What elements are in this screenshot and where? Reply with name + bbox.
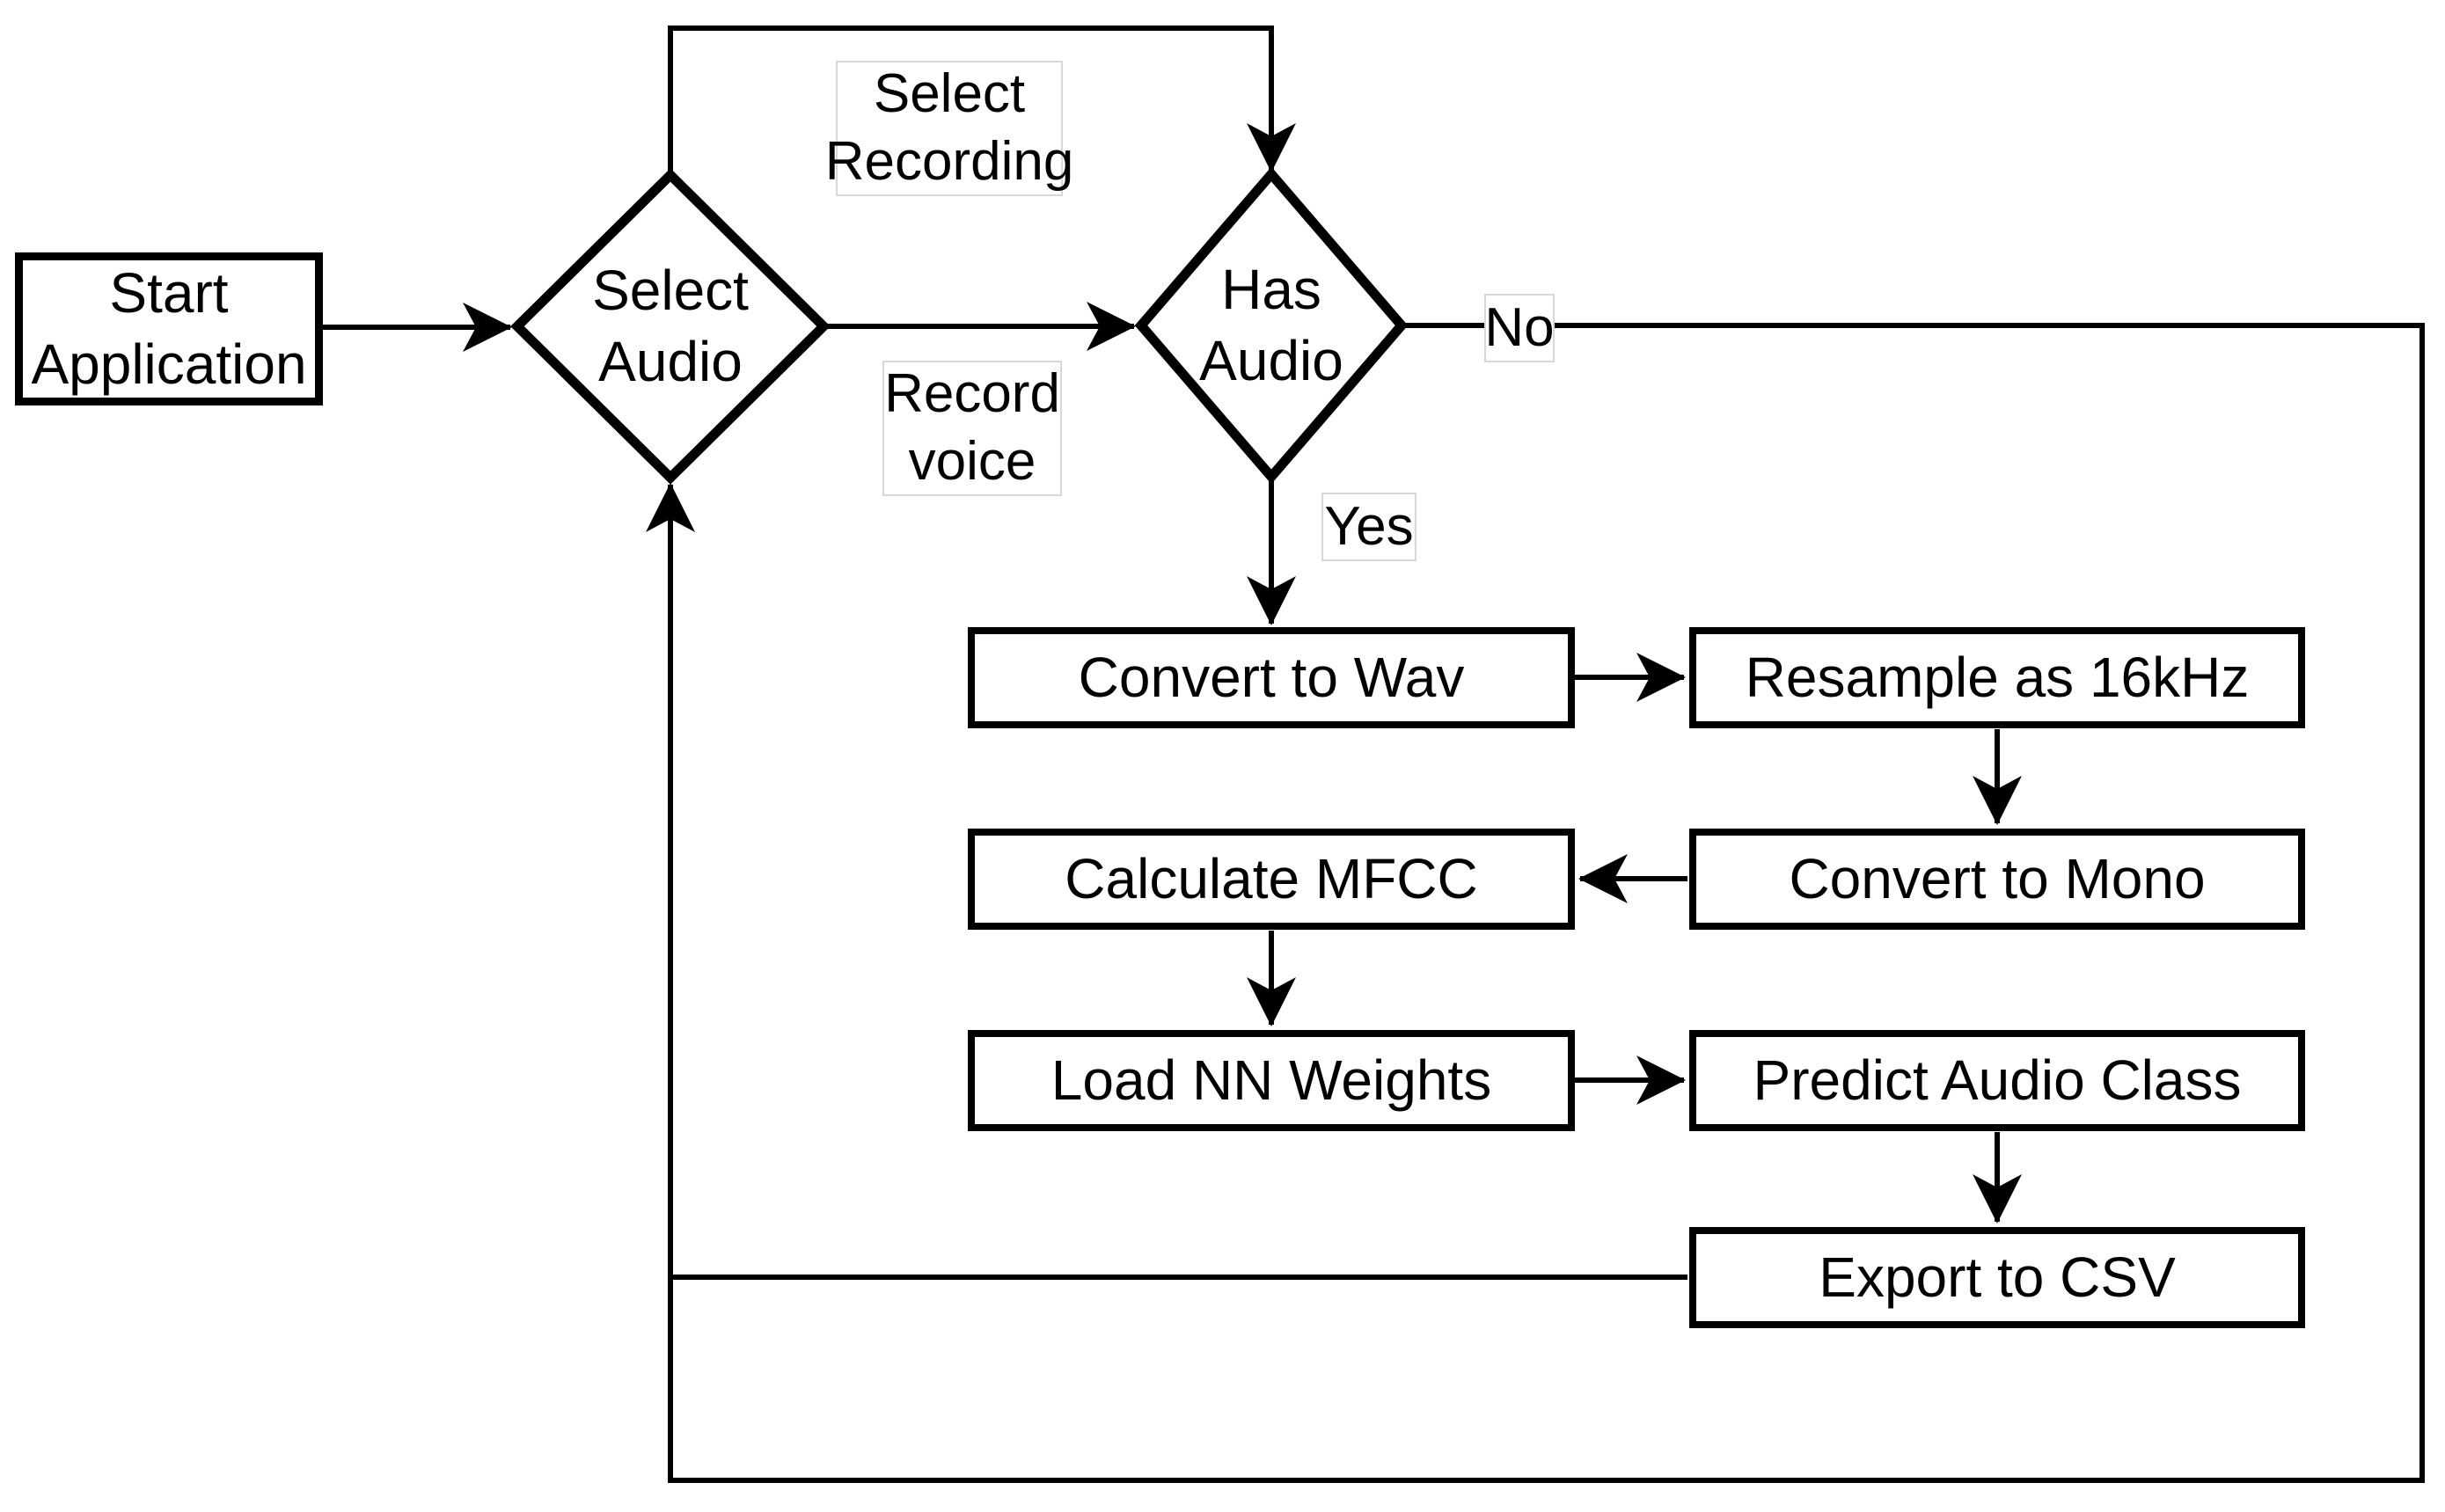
edge-label-no-text: No (1484, 296, 1555, 358)
edge-label-yes: Yes (1321, 493, 1416, 561)
select-audio-diamond (510, 168, 831, 485)
edge-label-no: No (1484, 294, 1555, 362)
node-convert-to-mono-label: Convert to Mono (1789, 847, 2206, 911)
node-convert-to-wav: Convert to Wav (968, 627, 1575, 728)
node-load-nn-weights-label: Load NN Weights (1050, 1048, 1492, 1113)
edge-label-record-voice: Record voice (882, 361, 1062, 496)
node-select-audio-label: Select Audio (592, 259, 749, 393)
edge-label-yes-text: Yes (1324, 495, 1414, 557)
node-calculate-mfcc-label: Calculate MFCC (1065, 847, 1478, 911)
edge-label-record-voice-text: Record voice (884, 363, 1060, 492)
node-load-nn-weights: Load NN Weights (968, 1030, 1575, 1131)
node-calculate-mfcc: Calculate MFCC (968, 829, 1575, 930)
edge-label-select-recording: Select Recording (825, 61, 1073, 196)
node-resample-16khz: Resample as 16kHz (1689, 627, 2305, 728)
node-convert-to-mono: Convert to Mono (1689, 829, 2305, 930)
node-convert-to-wav-label: Convert to Wav (1078, 646, 1465, 710)
edge-select-recording-loop (668, 26, 1296, 175)
node-start-application: Start Application (15, 252, 323, 405)
edge-label-select-recording-text: Select Recording (824, 63, 1074, 192)
node-resample-16khz-label: Resample as 16kHz (1745, 646, 2250, 710)
node-start-application-label: Start Application (31, 261, 307, 396)
node-predict-audio-class-label: Predict Audio Class (1753, 1048, 2242, 1113)
node-select-audio: Select Audio (530, 252, 811, 400)
node-predict-audio-class: Predict Audio Class (1689, 1030, 2305, 1131)
node-export-to-csv: Export to CSV (1689, 1227, 2305, 1328)
node-has-audio: Has Audio (1166, 252, 1377, 399)
has-audio-diamond (1134, 166, 1409, 485)
edge-no-return-loop (646, 323, 2425, 1483)
node-export-to-csv-label: Export to CSV (1819, 1245, 2176, 1310)
node-has-audio-label: Has Audio (1199, 258, 1343, 392)
